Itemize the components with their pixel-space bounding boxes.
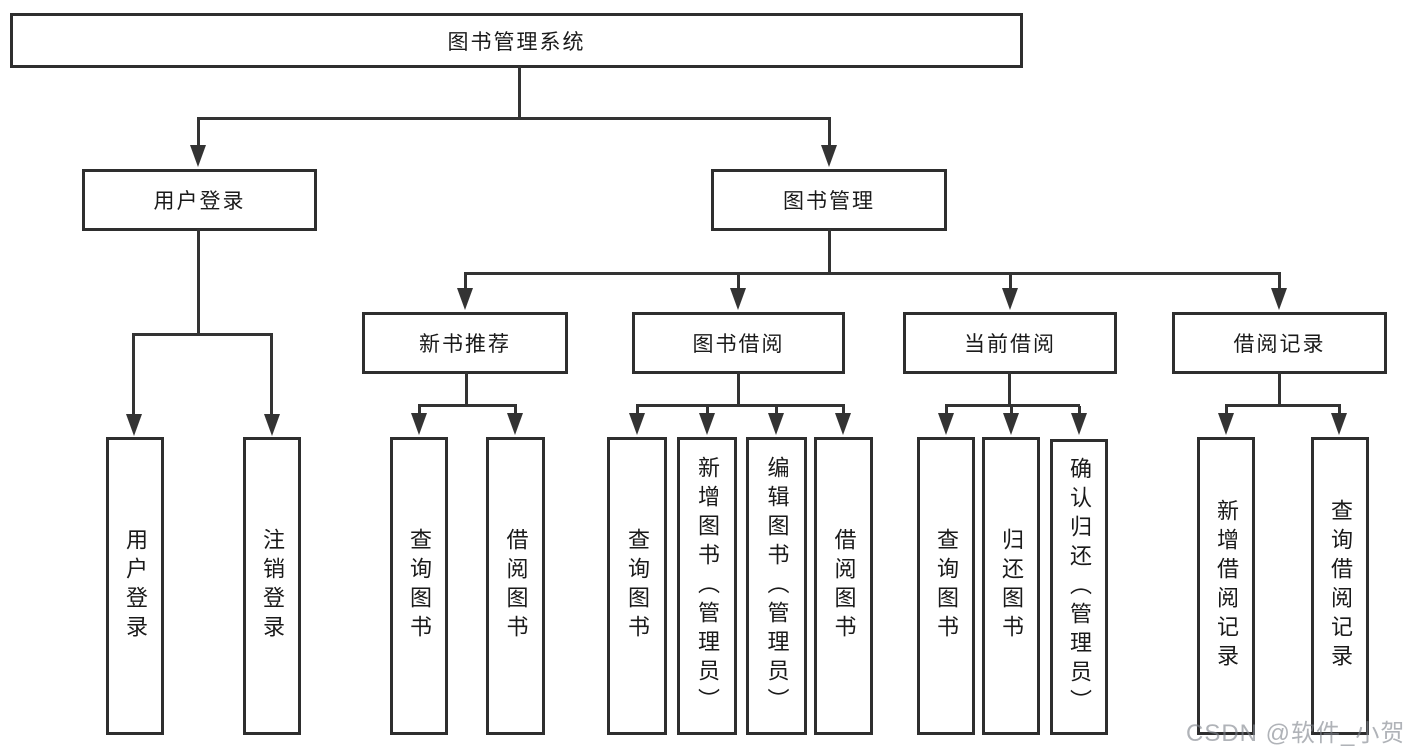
connector-g3-leaf3-stem <box>1078 406 1081 416</box>
connector-leaf-logout-stem <box>270 335 273 416</box>
csdn-watermark: CSDN @软件_小贺同学 <box>1186 720 1405 747</box>
node-book-management: 图书管理 <box>711 169 947 231</box>
leaf-add-books-admin-label: 新增图书（管理员） <box>695 455 720 717</box>
leaf-query-borrow-record-label: 查询借阅记录 <box>1328 499 1353 673</box>
arrowhead-g2-leaf1 <box>629 413 645 435</box>
connector-g2-leaf3-stem <box>775 406 778 416</box>
arrowhead-g1-leaf2 <box>507 413 523 435</box>
arrowhead-g3-leaf1 <box>938 413 954 435</box>
connector-g3-down <box>1008 372 1011 406</box>
arrowhead-g1-leaf1 <box>411 413 427 435</box>
connector-root-stem <box>518 66 521 119</box>
leaf-edit-books-admin: 编辑图书（管理员） <box>746 437 807 735</box>
leaf-return-books-label: 归还图书 <box>999 528 1024 644</box>
leaf-borrow-books-recommend: 借阅图书 <box>486 437 545 735</box>
connector-g3-hline <box>945 404 1080 407</box>
node-current-borrowing-label: 当前借阅 <box>964 333 1056 356</box>
node-book-borrowing: 图书借阅 <box>632 312 845 374</box>
connector-g4-leaf1-stem <box>1225 406 1228 416</box>
connector-g4-down <box>1278 372 1281 406</box>
arrowhead-recommend <box>457 288 473 310</box>
arrowhead-g2-leaf2 <box>699 413 715 435</box>
leaf-query-books-current-label: 查询图书 <box>934 528 959 644</box>
arrowhead-g3-leaf3 <box>1071 413 1087 435</box>
connector-records-stem <box>1278 274 1281 290</box>
leaf-query-books-borrowing-label: 查询图书 <box>625 528 650 644</box>
arrowhead-user-login <box>190 145 206 167</box>
leaf-user-login-label: 用户登录 <box>123 528 148 644</box>
connector-g2-leaf4-stem <box>842 406 845 416</box>
connector-current-stem <box>1009 274 1012 290</box>
leaf-logout: 注销登录 <box>243 437 301 735</box>
connector-g2-leaf1-stem <box>636 406 639 416</box>
node-library-management-system-label: 图书管理系统 <box>447 30 586 54</box>
node-library-management-system: 图书管理系统 <box>10 13 1023 68</box>
arrowhead-book-management <box>821 145 837 167</box>
connector-level1-hline <box>197 117 831 120</box>
leaf-return-books: 归还图书 <box>982 437 1040 735</box>
connector-g2-down <box>737 372 740 406</box>
arrowhead-borrowing <box>730 288 746 310</box>
arrowhead-g2-leaf4 <box>835 413 851 435</box>
leaf-query-books-current: 查询图书 <box>917 437 975 735</box>
connector-g3-leaf2-stem <box>1010 406 1013 416</box>
connector-user-login-down <box>197 229 200 335</box>
connector-g1-down <box>465 372 468 406</box>
leaf-add-borrow-record-label: 新增借阅记录 <box>1214 499 1239 673</box>
arrowhead-g4-leaf1 <box>1218 413 1234 435</box>
leaf-query-books-recommend: 查询图书 <box>390 437 448 735</box>
node-user-login: 用户登录 <box>82 169 317 231</box>
arrowhead-records <box>1271 288 1287 310</box>
connector-g3-leaf1-stem <box>945 406 948 416</box>
leaf-logout-label: 注销登录 <box>260 528 285 644</box>
arrowhead-g4-leaf2 <box>1331 413 1347 435</box>
leaf-add-books-admin: 新增图书（管理员） <box>677 437 737 735</box>
connector-g2-leaf2-stem <box>706 406 709 416</box>
arrowhead-g3-leaf2 <box>1003 413 1019 435</box>
node-new-book-recommendation: 新书推荐 <box>362 312 568 374</box>
leaf-user-login: 用户登录 <box>106 437 164 735</box>
connector-book-management-down <box>828 229 831 275</box>
leaf-borrow-books-borrowing-label: 借阅图书 <box>831 528 857 644</box>
connector-g1-leaf1-stem <box>418 406 421 416</box>
leaf-confirm-return-admin: 确认归还（管理员） <box>1050 439 1108 735</box>
leaf-query-books-borrowing: 查询图书 <box>607 437 667 735</box>
connector-g4-hline <box>1225 404 1341 407</box>
connector-recommend-stem <box>464 274 467 290</box>
arrowhead-g2-leaf3 <box>768 413 784 435</box>
node-new-book-recommendation-label: 新书推荐 <box>419 333 511 356</box>
connector-borrowing-stem <box>737 274 740 290</box>
leaf-query-books-recommend-label: 查询图书 <box>407 528 432 644</box>
connector-leaf-login-stem <box>132 335 135 416</box>
arrowhead-leaf-logout <box>264 414 280 436</box>
arrowhead-leaf-login <box>126 414 142 436</box>
connector-g4-leaf2-stem <box>1338 406 1341 416</box>
leaf-confirm-return-admin-label: 确认归还（管理员） <box>1067 456 1092 718</box>
connector-user-login-hline <box>132 333 273 336</box>
connector-g1-leaf2-stem <box>514 406 517 416</box>
leaf-query-borrow-record: 查询借阅记录 <box>1311 437 1369 735</box>
connector-level3-hline <box>464 272 1281 275</box>
connector-g1-hline <box>418 404 517 407</box>
node-borrowing-records-label: 借阅记录 <box>1233 333 1326 356</box>
leaf-borrow-books-borrowing: 借阅图书 <box>814 437 873 735</box>
node-book-borrowing-label: 图书借阅 <box>692 333 785 356</box>
leaf-edit-books-admin-label: 编辑图书（管理员） <box>764 455 790 717</box>
leaf-add-borrow-record: 新增借阅记录 <box>1197 437 1255 735</box>
arrowhead-current <box>1002 288 1018 310</box>
node-book-management-label: 图书管理 <box>783 190 875 213</box>
connector-user-login-stem <box>197 119 200 147</box>
node-borrowing-records: 借阅记录 <box>1172 312 1387 374</box>
connector-g2-hline <box>636 404 845 407</box>
leaf-borrow-books-recommend-label: 借阅图书 <box>503 528 529 644</box>
node-user-login-label: 用户登录 <box>153 190 246 213</box>
node-current-borrowing: 当前借阅 <box>903 312 1117 374</box>
connector-book-management-stem <box>828 119 831 147</box>
